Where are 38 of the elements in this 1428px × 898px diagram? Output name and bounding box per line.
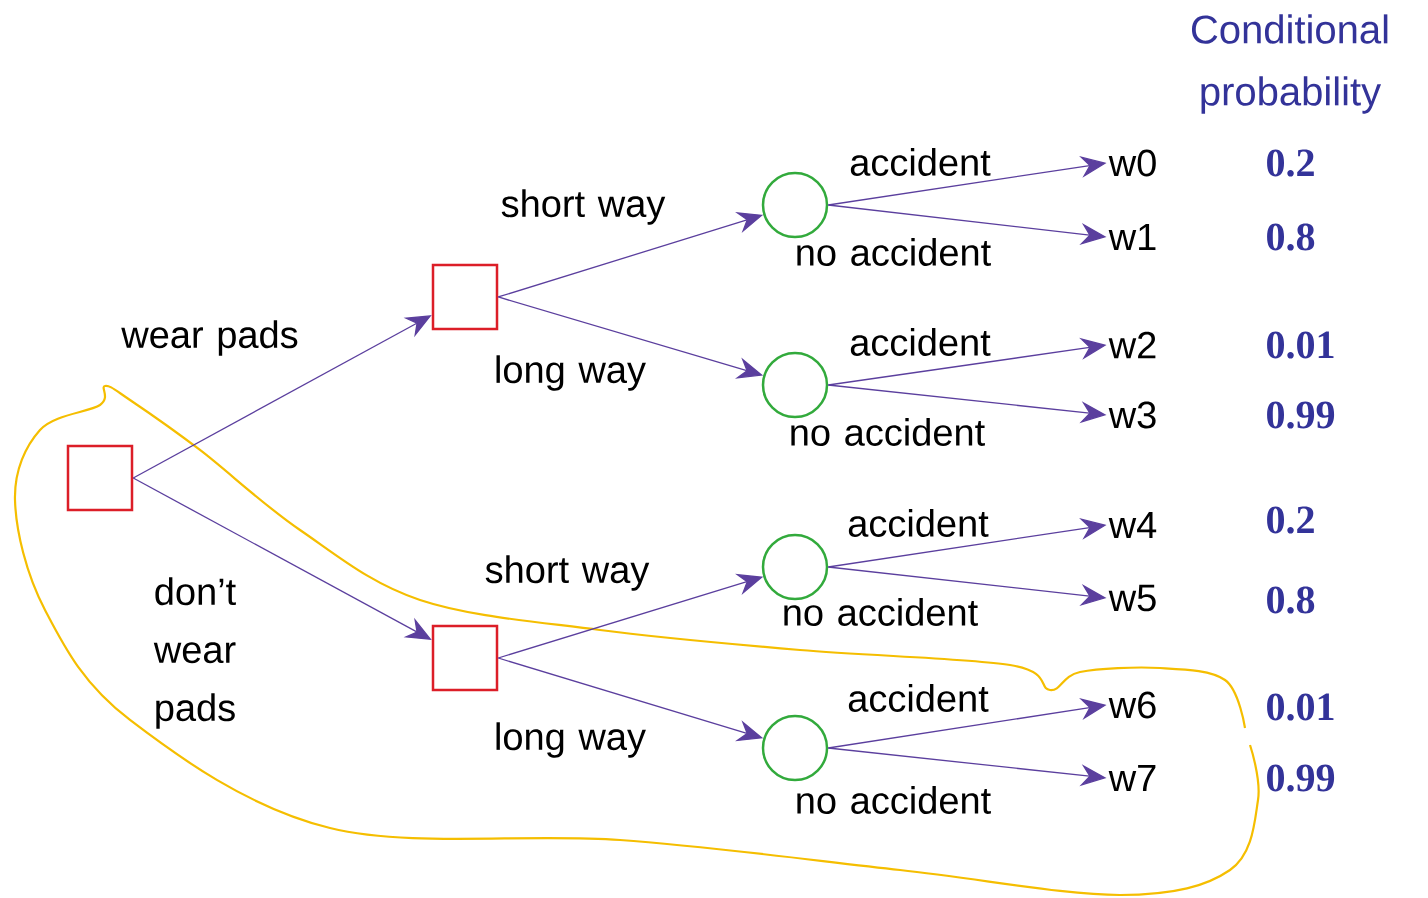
- outcome-label: w2: [1108, 331, 1156, 359]
- outcome-label: w7: [1108, 764, 1156, 792]
- edge-label: no accident: [784, 598, 978, 626]
- edge-label: accident: [848, 509, 989, 537]
- probability-value: 0.01: [1267, 693, 1334, 721]
- probability-value: 0.99: [1267, 764, 1335, 792]
- outcome-label: w1: [1108, 223, 1156, 251]
- outcome-label: w5: [1108, 584, 1156, 612]
- edge-label: accident: [848, 684, 989, 712]
- outcome-label: w4: [1108, 511, 1157, 539]
- edge-label: short way: [485, 555, 650, 591]
- outcome-label: w6: [1108, 691, 1156, 719]
- decision-square: [431, 624, 499, 692]
- edge-label: wear pads: [121, 320, 298, 356]
- probability-value: 0.01: [1267, 331, 1334, 359]
- probability-value: 0.8: [1267, 223, 1315, 251]
- edge-label: don’t wear pads: [153, 577, 236, 729]
- edge-label: short way: [501, 189, 666, 225]
- chance-circle: [761, 533, 829, 601]
- heading: Conditional probability: [1191, 14, 1388, 114]
- edge-label: accident: [850, 148, 991, 176]
- chance-circle: [761, 171, 829, 239]
- edge-label: no accident: [797, 238, 991, 266]
- probability-value: 0.99: [1267, 401, 1335, 429]
- edge-label: no accident: [797, 786, 991, 814]
- outcome-label: w0: [1108, 149, 1156, 177]
- probability-value: 0.8: [1267, 586, 1315, 614]
- edge-label: long way: [496, 355, 646, 391]
- edge-label: long way: [496, 722, 646, 758]
- edge-label: accident: [850, 328, 991, 356]
- decision-square: [66, 444, 134, 512]
- probability-value: 0.2: [1267, 149, 1314, 177]
- edge-label: no accident: [791, 418, 985, 446]
- probability-value: 0.2: [1267, 506, 1314, 534]
- outcome-label: w3: [1108, 401, 1156, 429]
- chance-circle: [761, 351, 829, 419]
- decision-square: [431, 263, 499, 331]
- chance-circle: [761, 714, 829, 782]
